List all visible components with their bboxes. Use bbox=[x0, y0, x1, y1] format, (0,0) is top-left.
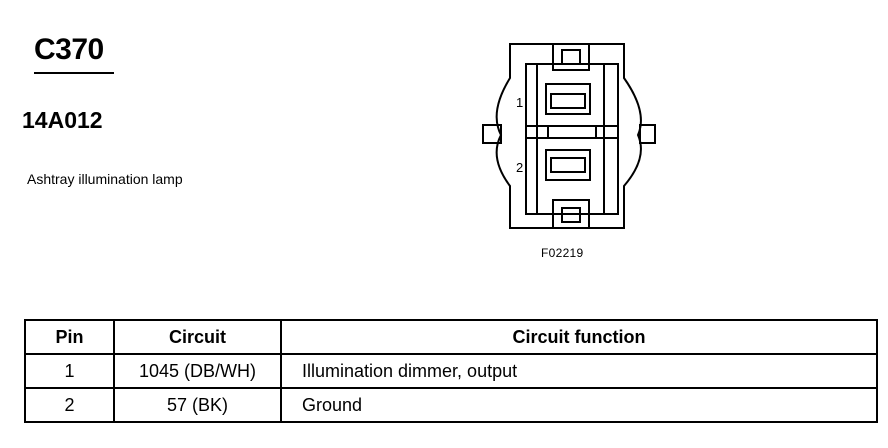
table-row: 1 1045 (DB/WH) Illumination dimmer, outp… bbox=[24, 353, 878, 389]
connector-description: Ashtray illumination lamp bbox=[27, 171, 183, 187]
pin-label-1: 1 bbox=[516, 95, 523, 110]
connector-face-diagram: 1 2 bbox=[482, 43, 656, 229]
center-divider bbox=[525, 125, 619, 139]
bottom-notch-key bbox=[561, 207, 581, 223]
cell-circuit: 1045 (DB/WH) bbox=[113, 353, 282, 389]
pinout-table: Pin Circuit Circuit function 1 1045 (DB/… bbox=[24, 319, 878, 423]
connector-id: C370 bbox=[34, 33, 104, 66]
pin-terminal-1 bbox=[550, 93, 586, 109]
header-circuit-function: Circuit function bbox=[280, 319, 878, 355]
top-notch bbox=[552, 44, 590, 71]
table-header-row: Pin Circuit Circuit function bbox=[24, 319, 878, 355]
pin-terminal-2 bbox=[550, 157, 586, 173]
pin-cavity-2 bbox=[545, 149, 591, 181]
bottom-notch bbox=[552, 199, 590, 228]
right-latch-tab bbox=[639, 124, 656, 144]
part-number: 14A012 bbox=[22, 107, 103, 133]
cell-circuit: 57 (BK) bbox=[113, 387, 282, 423]
cell-circuit-function: Ground bbox=[280, 387, 878, 423]
figure-code: F02219 bbox=[541, 246, 584, 260]
header-circuit: Circuit bbox=[113, 319, 282, 355]
top-notch-key bbox=[561, 49, 581, 65]
header-pin: Pin bbox=[24, 319, 115, 355]
pin-label-2: 2 bbox=[516, 160, 523, 175]
title-underline bbox=[34, 72, 114, 74]
pin-cavity-1 bbox=[545, 83, 591, 115]
table-row: 2 57 (BK) Ground bbox=[24, 387, 878, 423]
cell-pin: 1 bbox=[24, 353, 115, 389]
connector-shell bbox=[495, 43, 642, 229]
cell-circuit-function: Illumination dimmer, output bbox=[280, 353, 878, 389]
cell-pin: 2 bbox=[24, 387, 115, 423]
